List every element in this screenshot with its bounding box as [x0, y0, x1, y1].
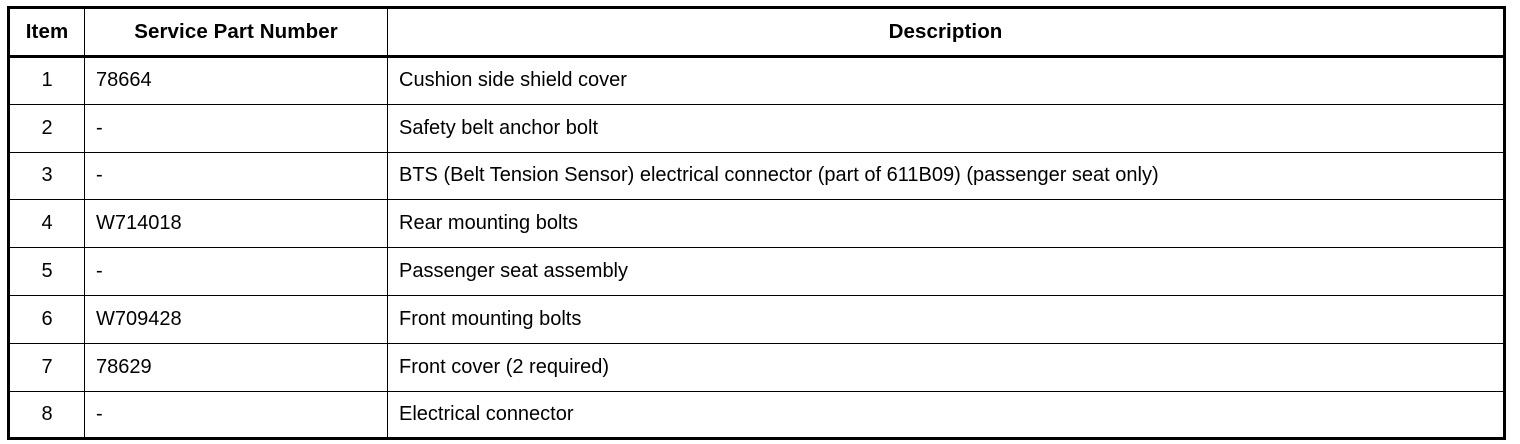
cell-description: Passenger seat assembly	[387, 247, 1505, 296]
table-row: 4 W714018 Rear mounting bolts	[8, 199, 1505, 249]
table-row: 8 - Electrical connector	[8, 390, 1505, 440]
cell-item: 6	[8, 294, 85, 344]
cell-item: 4	[8, 199, 85, 249]
cell-description: Safety belt anchor bolt	[387, 103, 1505, 153]
cell-part-number: 78664	[84, 56, 388, 105]
cell-item: 5	[8, 247, 85, 296]
cell-part-number: -	[84, 390, 388, 440]
cell-description: Cushion side shield cover	[387, 56, 1505, 105]
table-row: 2 - Safety belt anchor bolt	[8, 103, 1505, 153]
cell-part-number: -	[84, 151, 388, 201]
cell-part-number: -	[84, 103, 388, 153]
column-header-description: Description	[387, 7, 1505, 58]
cell-part-number: W714018	[84, 199, 388, 249]
cell-description: Electrical connector	[387, 390, 1505, 440]
cell-description: Rear mounting bolts	[387, 199, 1505, 249]
cell-part-number: 78629	[84, 342, 388, 392]
table-row: 3 - BTS (Belt Tension Sensor) electrical…	[8, 151, 1505, 201]
parts-table-container: Item Service Part Number Description 1 7…	[7, 6, 1506, 441]
table-header-row: Item Service Part Number Description	[8, 7, 1505, 58]
table-header: Item Service Part Number Description	[8, 7, 1505, 58]
cell-item: 7	[8, 342, 85, 392]
table-row: 5 - Passenger seat assembly	[8, 247, 1505, 296]
cell-item: 1	[8, 56, 85, 105]
table-body: 1 78664 Cushion side shield cover 2 - Sa…	[8, 56, 1505, 440]
cell-description: Front mounting bolts	[387, 294, 1505, 344]
service-parts-table: Item Service Part Number Description 1 7…	[7, 6, 1506, 441]
cell-item: 3	[8, 151, 85, 201]
column-header-item: Item	[8, 7, 85, 58]
table-row: 6 W709428 Front mounting bolts	[8, 294, 1505, 344]
cell-item: 2	[8, 103, 85, 153]
cell-description: BTS (Belt Tension Sensor) electrical con…	[387, 151, 1505, 201]
table-row: 1 78664 Cushion side shield cover	[8, 56, 1505, 105]
cell-item: 8	[8, 390, 85, 440]
cell-part-number: W709428	[84, 294, 388, 344]
table-row: 7 78629 Front cover (2 required)	[8, 342, 1505, 392]
cell-description: Front cover (2 required)	[387, 342, 1505, 392]
column-header-part-number: Service Part Number	[84, 7, 388, 58]
cell-part-number: -	[84, 247, 388, 296]
